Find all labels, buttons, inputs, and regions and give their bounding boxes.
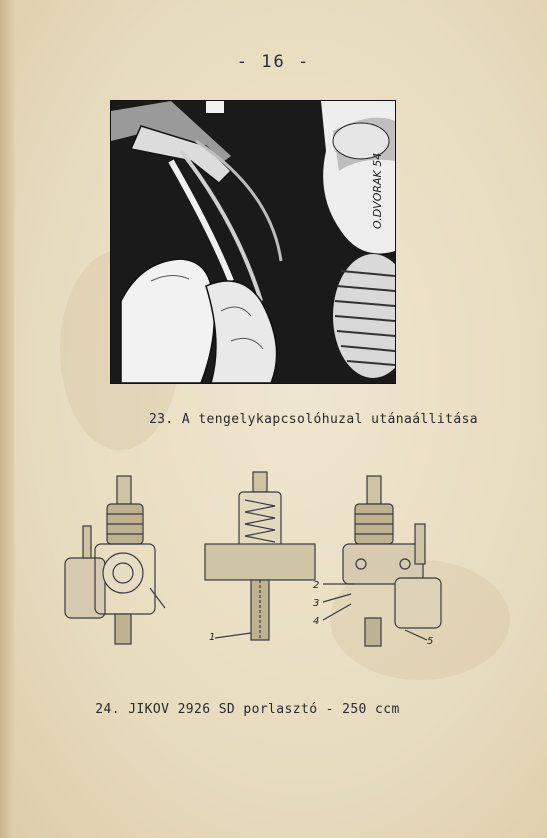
page-number: - 16 - bbox=[236, 52, 311, 72]
carburettor-drawing: 1 2 3 4 5 bbox=[55, 468, 475, 658]
callout-5: 5 bbox=[427, 636, 433, 647]
callout-1: 1 bbox=[209, 632, 215, 643]
callout-3: 3 bbox=[313, 598, 319, 609]
figure-24-caption: 24. JIKOV 2926 SD porlasztó - 250 ccm bbox=[95, 702, 400, 717]
callout-4: 4 bbox=[313, 616, 319, 627]
svg-text:O.DVORAK 54: O.DVORAK 54 bbox=[371, 153, 384, 229]
figure-23-caption: 23. A tengelykapcsolóhuzal utánaállitása bbox=[148, 412, 479, 427]
callout-2: 2 bbox=[313, 580, 319, 591]
page-spine-shadow bbox=[0, 0, 14, 838]
clutch-cable-illustration: O.DVORAK 54 bbox=[110, 100, 413, 384]
